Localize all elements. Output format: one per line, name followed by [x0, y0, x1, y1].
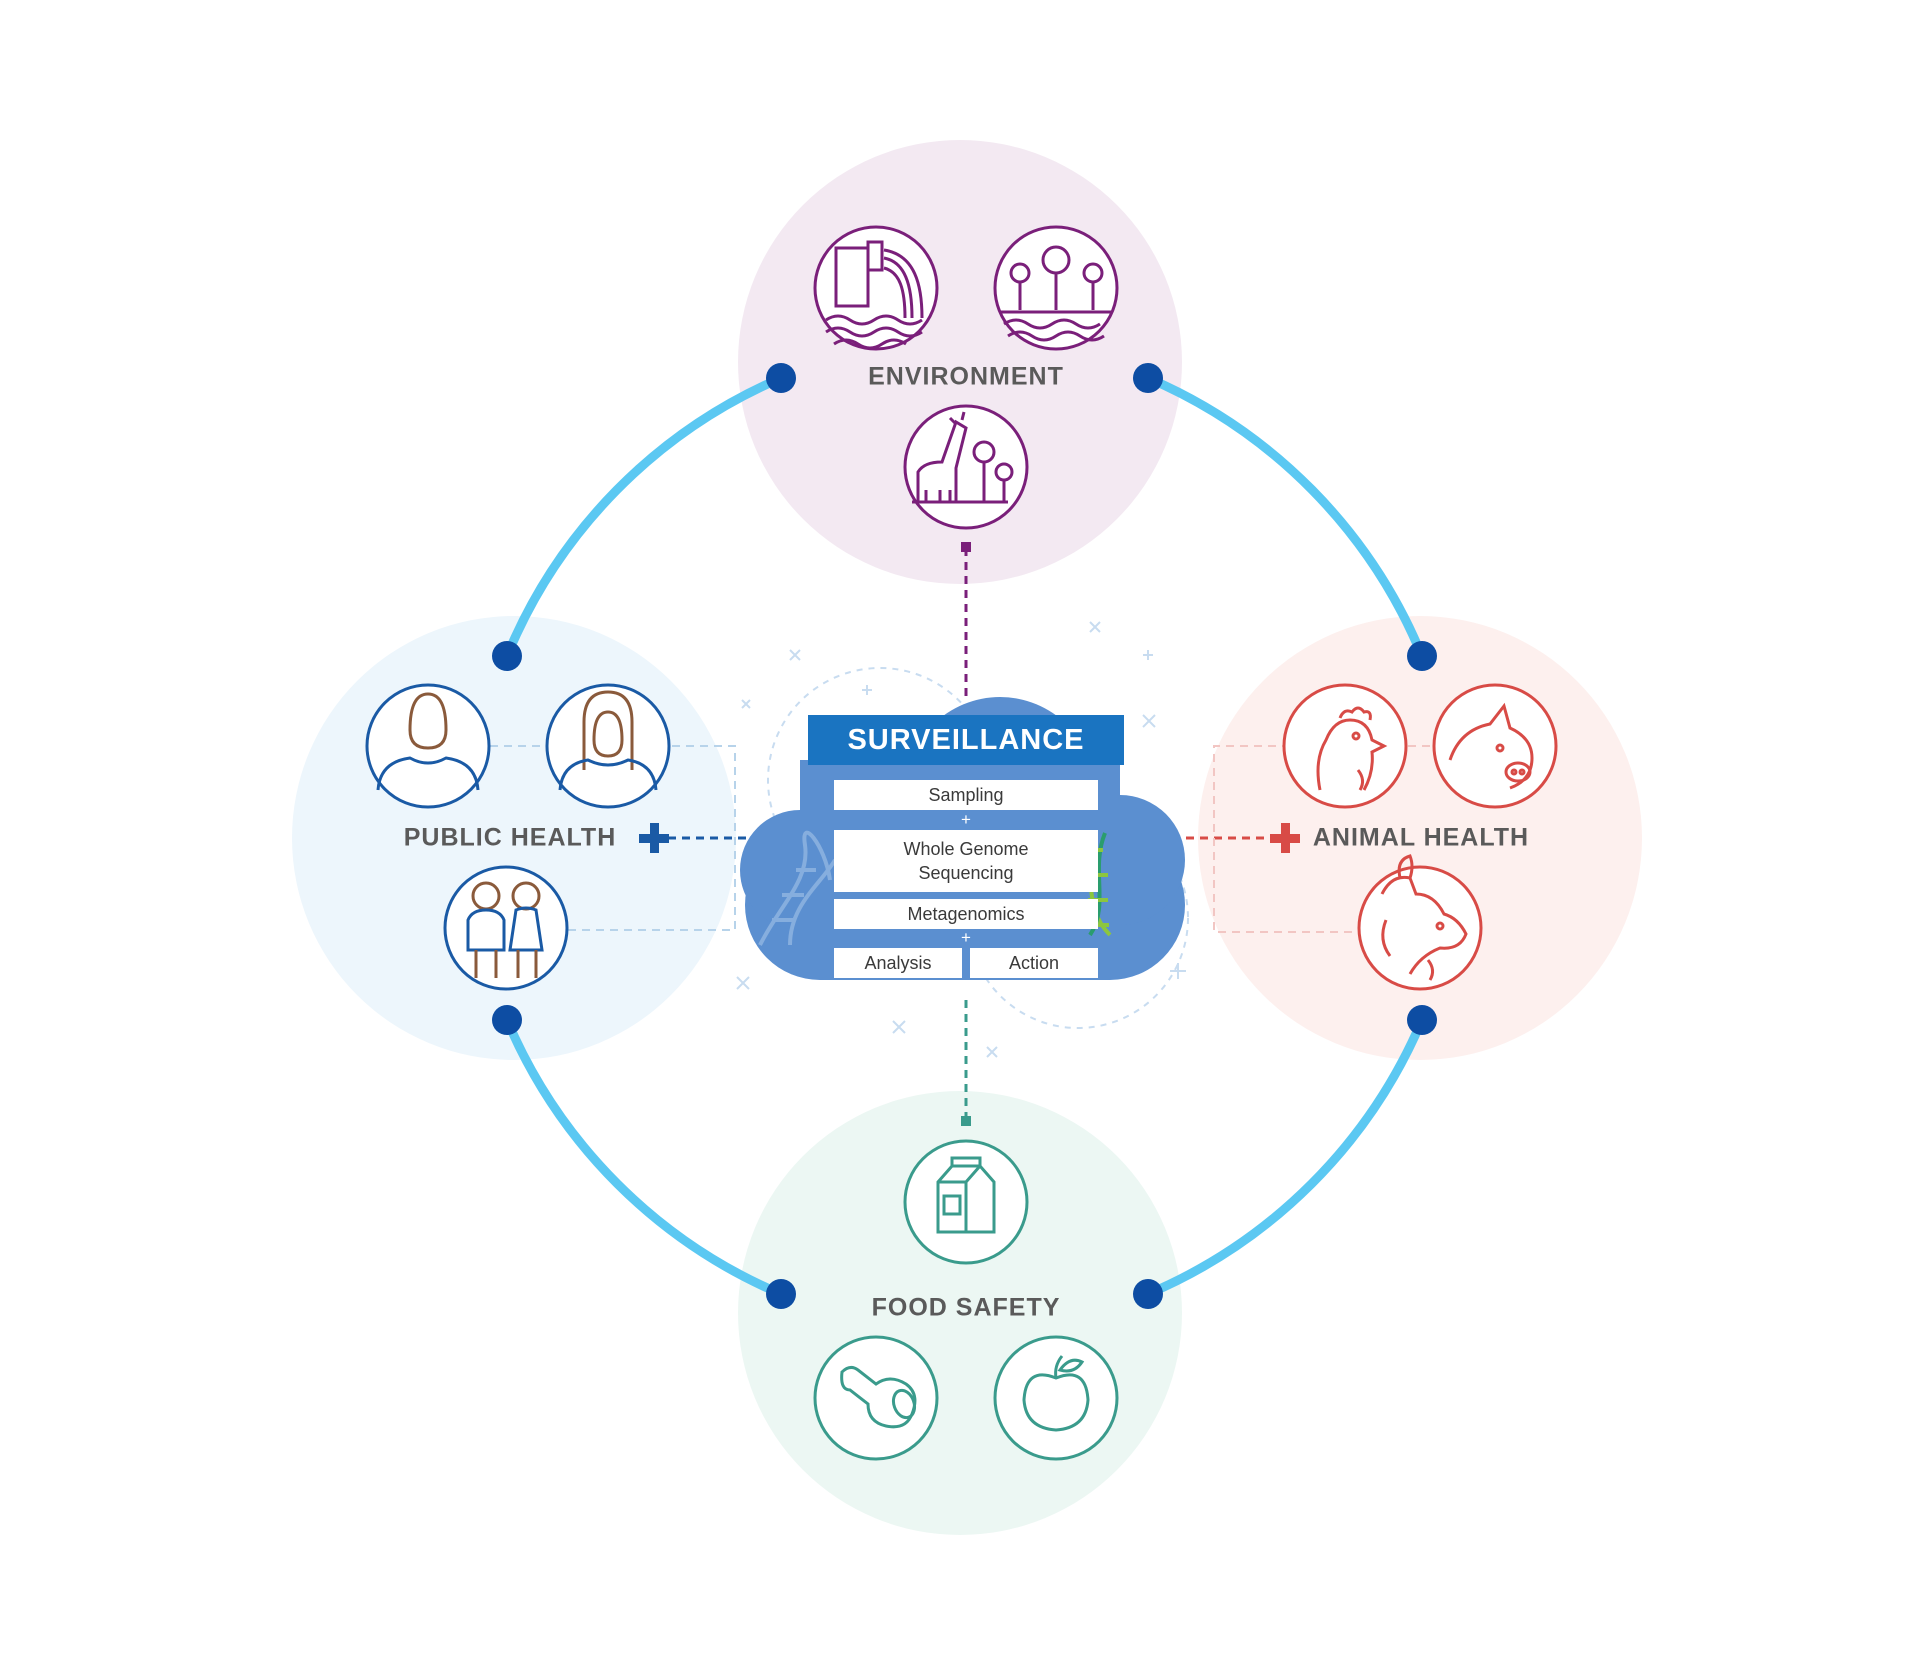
pig-icon — [1432, 683, 1558, 809]
meat-leg-icon — [813, 1335, 939, 1461]
woman-icon — [545, 683, 671, 809]
water-outflow-icon — [813, 225, 939, 351]
step-metagenomics: Metagenomics — [834, 899, 1098, 929]
ring-nodes — [492, 363, 1437, 1309]
environment-label: ENVIRONMENT — [868, 362, 1064, 391]
connector-end-top — [961, 542, 971, 552]
giraffe-tree-icon — [903, 404, 1029, 530]
dna-helix-left-icon — [758, 830, 837, 946]
step-analysis: Analysis — [834, 948, 962, 978]
surveillance-title: SURVEILLANCE — [808, 715, 1124, 765]
milk-carton-icon — [903, 1139, 1029, 1265]
plus-icon-public-health — [639, 823, 669, 853]
food-safety-label: FOOD SAFETY — [871, 1293, 1061, 1322]
chicken-icon — [1282, 683, 1408, 809]
step-separator: + — [961, 928, 971, 947]
step-action: Action — [970, 948, 1098, 978]
connector-end-bottom — [961, 1116, 971, 1126]
step-separator: + — [961, 810, 971, 829]
step-sampling: Sampling — [834, 780, 1098, 810]
animal-health-label: ANIMAL HEALTH — [1312, 823, 1530, 852]
forest-river-icon — [993, 225, 1119, 351]
step-wgs: Whole Genome Sequencing — [834, 830, 1098, 892]
goat-icon — [1357, 854, 1483, 991]
man-icon — [365, 683, 491, 809]
public-health-label: PUBLIC HEALTH — [403, 823, 617, 852]
connection-ring — [502, 373, 1427, 1299]
apple-icon — [993, 1335, 1119, 1461]
children-icon — [443, 865, 569, 991]
plus-icon-animal-health — [1270, 823, 1300, 853]
